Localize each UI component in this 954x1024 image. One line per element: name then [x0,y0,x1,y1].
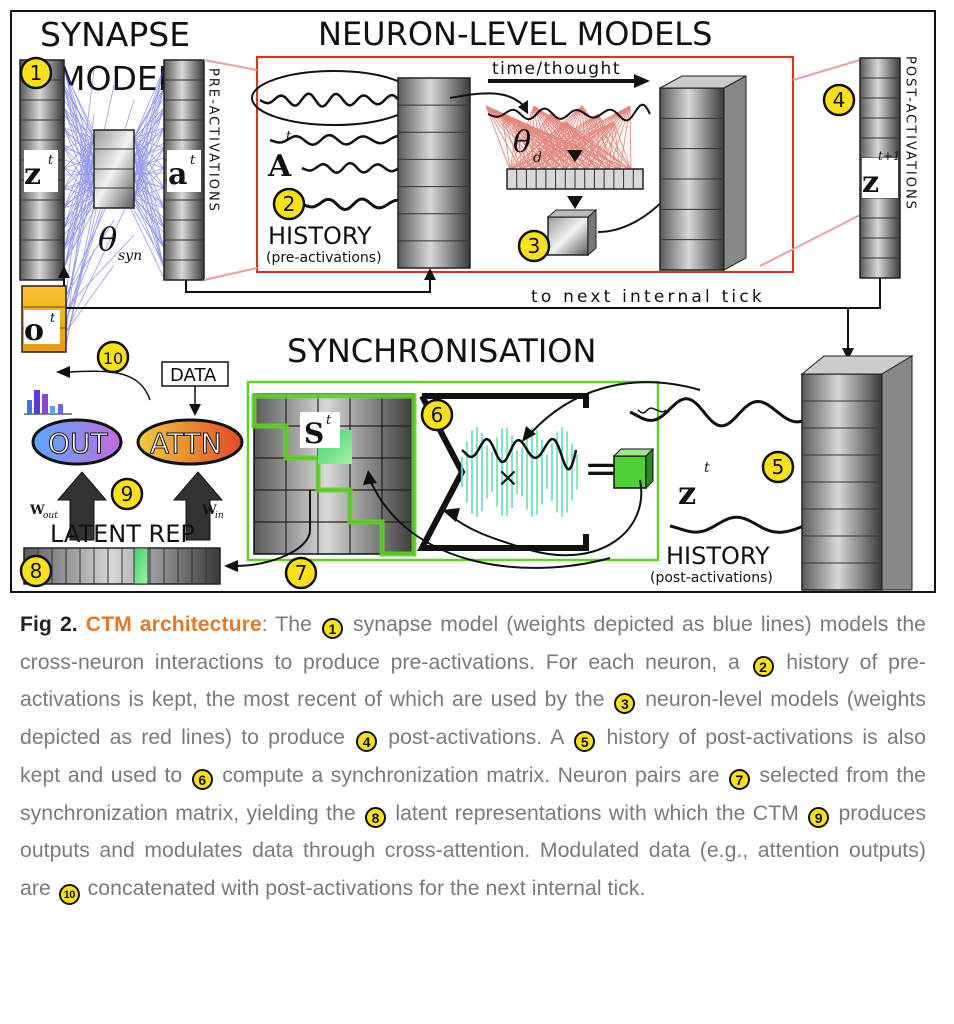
svg-text:9: 9 [121,482,134,506]
time-thought-label: time/thought [492,59,621,79]
caption-badge-8: 8 [365,806,387,828]
badge-7: 7 [284,556,318,590]
neuron-level-box [255,55,795,274]
svg-text:d: d [533,150,542,166]
out-module: OUT [31,418,123,466]
w-out-symbol: W [29,503,45,518]
svg-text:8: 8 [30,559,43,583]
svg-text:2: 2 [283,192,296,216]
caption-badge-1: 1 [321,618,343,639]
z-t-column: z t [19,59,65,281]
multiply-symbol: × [497,463,519,493]
caption-title: CTM architecture [85,613,262,636]
svg-text:t+1: t+1 [878,149,901,163]
caption-badge-9: 9 [808,806,830,828]
svg-text:1: 1 [30,61,43,85]
sync-product: × = [417,393,655,551]
latent-rep-label: LATENT REP [50,520,195,548]
figure-caption: Fig 2. CTM architecture: The 1 synapse m… [20,606,926,908]
z-t-plus-1-symbol: z [862,165,879,200]
svg-text:out: out [43,511,58,521]
svg-text:6: 6 [431,403,444,427]
z-t-plus-1-column: z t+1 [859,57,901,279]
neuron-level-heading: NEURON-LEVEL MODELS [318,15,712,53]
svg-text:t: t [704,460,710,476]
attn-module: ATTN [136,418,244,466]
pre-activations-label: (pre-activations) [266,250,382,266]
synapse-heading: SYNAPSE [40,15,190,54]
post-activation-history-block [800,355,914,591]
svg-text:DATA: DATA [170,365,217,386]
svg-text:t: t [326,413,332,428]
equals-symbol: = [584,446,618,492]
output-bar-chart-icon [24,390,72,415]
latent-representation-strip [23,547,221,585]
caption-badge-2: 2 [752,655,774,677]
caption-badge-4: 4 [356,731,378,753]
badge-8: 8 [19,554,53,588]
synchronisation-box [246,380,660,562]
badge-4: 4 [822,83,856,117]
caption-badge-10: 10 [58,883,80,905]
svg-text:10: 10 [103,349,123,368]
caption-fig-label: Fig 2. [20,613,78,636]
badge-1: 1 [19,56,53,90]
badge-3: 3 [517,229,551,263]
svg-text:ATTN: ATTN [150,427,222,460]
caption-badge-3: 3 [614,693,636,715]
a-t-symbol: a [168,157,187,192]
badge-6: 6 [420,398,454,432]
pre-activation-history-block [397,77,471,269]
svg-text:t: t [48,153,54,168]
data-box: DATA [161,361,229,387]
svg-text:t: t [50,311,56,326]
number-badges: 1 2 3 4 5 6 7 8 9 10 [19,56,856,590]
svg-text:t: t [286,129,292,144]
s-t-symbol: S [304,417,324,450]
o-t-symbol: o [24,313,44,348]
history-post-label: HISTORY [666,542,770,570]
neuron-model-weight-lines [485,105,632,171]
pre-activations-vertical-label: PRE-ACTIVATIONS [206,68,221,213]
svg-text:7: 7 [295,561,308,585]
history-pre-label: HISTORY [268,222,372,250]
badge-5: 5 [761,450,795,484]
badge-10: 10 [96,340,130,374]
post-activations-label: (post-activations) [650,570,773,586]
svg-text:OUT: OUT [48,427,109,460]
svg-text:5: 5 [772,455,785,479]
next-tick-label: to next internal tick [531,287,765,307]
badge-9: 9 [110,477,144,511]
neuron-model-hidden-layer [506,168,644,190]
synchronisation-heading: SYNCHRONISATION [287,332,596,370]
o-t-block: o t [21,285,67,353]
z-t-symbol: z [24,157,41,192]
synapse-mlp-block: θ syn [93,129,142,264]
neuron-model-output-cube [546,208,598,257]
model-heading: MODEL [57,59,177,98]
caption-badge-7: 7 [728,768,750,790]
theta-d-symbol: θ [513,125,531,160]
z-t-sync-symbol: z [678,474,696,512]
w-in-symbol: W [201,503,217,518]
theta-syn-symbol: θ [98,220,117,258]
svg-text:t: t [190,153,196,168]
caption-badge-5: 5 [574,731,596,753]
ctm-architecture-diagram: SYNAPSE MODEL z t θ syn a t PRE-ACTIVATI… [10,10,936,594]
post-activation-column [659,75,747,271]
badge-2: 2 [272,187,306,221]
A-t-symbol: A [267,149,292,184]
sync-result-cube [612,447,655,490]
post-activations-vertical-label: POST-ACTIVATIONS [903,56,918,211]
svg-text:3: 3 [528,234,541,258]
svg-text:4: 4 [833,88,846,112]
caption-badge-6: 6 [191,768,213,790]
svg-text:in: in [215,511,224,521]
a-t-column: a t [163,59,205,281]
svg-text:syn: syn [118,248,142,264]
synchronisation-matrix: S t [251,393,417,557]
